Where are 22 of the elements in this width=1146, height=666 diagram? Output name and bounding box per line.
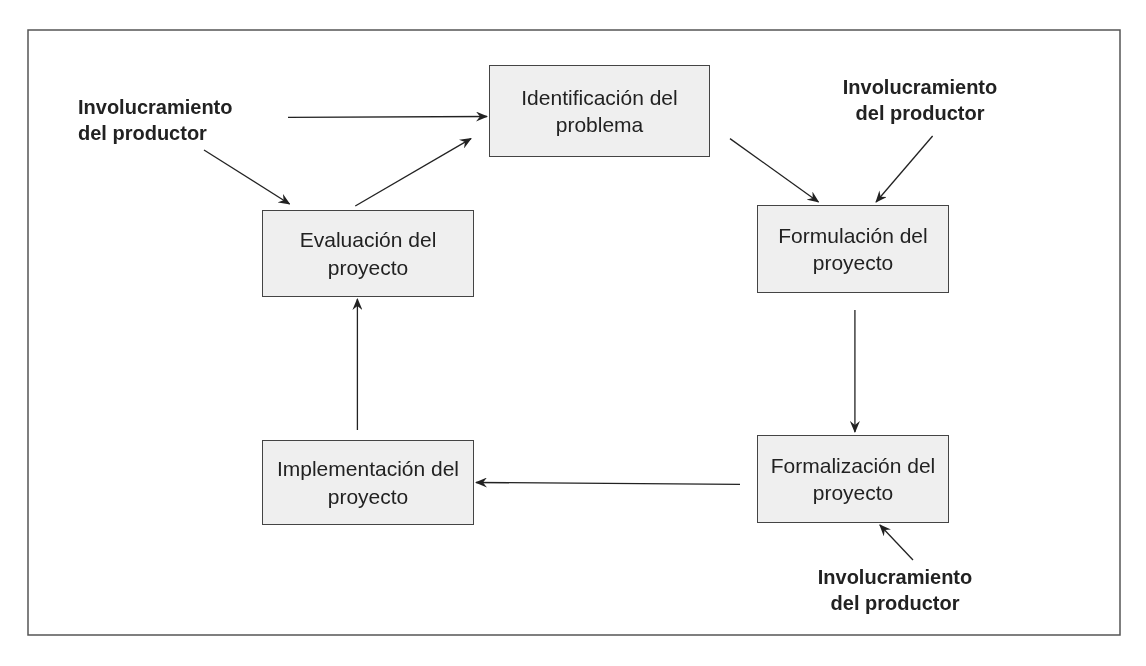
arrow [875,135,934,203]
arrow [203,149,291,205]
step-label: Evaluación del proyecto [298,227,438,281]
process-box [262,440,474,525]
step-label: Implementación del proyecto [275,456,461,510]
arrow [475,477,741,488]
actor-label: Involucramiento del productor [816,565,974,616]
step-label: Formalización del proyecto [769,452,937,506]
arrow [354,137,472,207]
arrow [849,309,860,433]
arrow [729,137,820,203]
actor-label: Involucramiento del productor [78,95,234,146]
arrow [352,298,363,431]
arrow [879,524,914,561]
actor-label: Involucramiento del productor [841,75,999,126]
process-box [757,205,949,293]
step-label: Identificación del problema [520,84,679,138]
process-box [757,435,949,523]
process-box [489,65,710,157]
step-label: Formulación del proyecto [777,222,929,276]
process-box [262,210,474,297]
arrow [287,111,488,122]
